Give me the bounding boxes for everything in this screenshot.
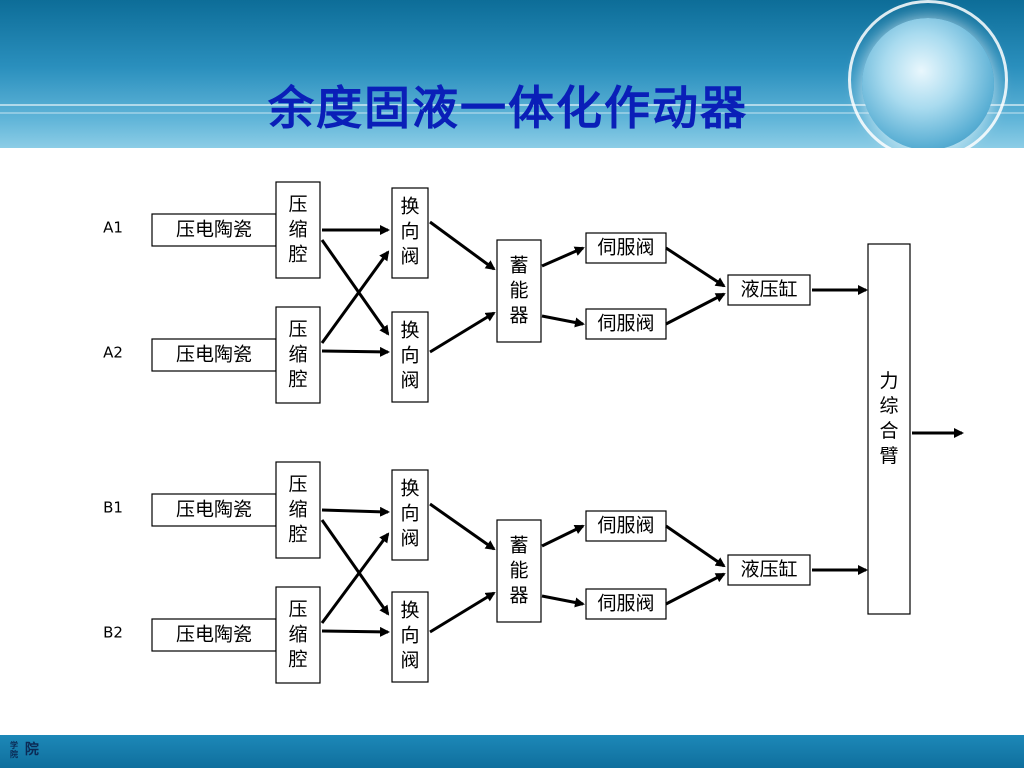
compression-chamber-box [275,586,321,684]
flow-arrow [541,246,585,268]
flow-arrow [321,506,390,517]
piezo-ceramic-label: 压电陶瓷 [176,499,252,521]
flow-arrow [320,519,390,616]
flow-arrow [665,524,726,568]
servo-valve-label: 伺服阀 [597,515,654,537]
switch-valve-box [391,591,429,683]
flow-arrow [541,594,585,608]
servo-valve-label: 伺服阀 [597,313,654,335]
globe-decoration [862,18,994,148]
compression-chamber-label: 压缩腔 [288,474,307,546]
switch-valve-label: 换向阀 [400,478,419,550]
flow-arrow [665,246,726,288]
compression-chamber-label: 压缩腔 [288,194,307,266]
slide-footer: 学院 院 [0,735,1024,768]
flow-arrow [321,346,390,357]
hydraulic-cylinder-box [727,554,811,586]
flow-arrow [541,314,585,328]
piezo-ceramic-box [151,338,277,372]
switch-valve-box [391,187,429,279]
flow-arrow [320,239,390,336]
flow-arrow [665,572,726,606]
accumulator-box [496,519,542,623]
force-summing-arm-label: 力综合臂 [879,370,898,467]
hydraulic-cylinder-label: 液压缸 [740,559,797,581]
slide-header [0,0,1024,148]
channel-label-a2: A2 [103,344,123,362]
piezo-ceramic-box [151,618,277,652]
compression-chamber-box [275,306,321,404]
globe-ring-decoration [848,0,1008,148]
flow-arrow [429,220,496,271]
flow-arrow [541,524,585,548]
compression-chamber-label: 压缩腔 [288,319,307,391]
flow-arrow [429,591,496,634]
accumulator-label: 蓄能器 [509,255,528,327]
slide-title: 余度固液一体化作动器 [268,81,748,135]
flow-arrow [320,532,390,624]
flow-arrow [665,292,726,326]
piezo-ceramic-label: 压电陶瓷 [176,344,252,366]
switch-valve-box [391,311,429,403]
servo-valve-box [585,588,667,620]
accumulator-label: 蓄能器 [509,535,528,607]
piezo-ceramic-label: 压电陶瓷 [176,219,252,241]
hydraulic-cylinder-box [727,274,811,306]
compression-chamber-box [275,181,321,279]
switch-valve-label: 换向阀 [400,320,419,392]
servo-valve-label: 伺服阀 [597,237,654,259]
switch-valve-label: 换向阀 [400,196,419,268]
flow-arrow [429,311,496,354]
footer-logo: 学院 院 [10,740,39,759]
flow-arrow [429,502,496,551]
hydraulic-cylinder-label: 液压缸 [740,279,797,301]
compression-chamber-label: 压缩腔 [288,599,307,671]
accumulator-box [496,239,542,343]
flow-arrow [320,250,390,344]
servo-valve-box [585,232,667,264]
servo-valve-box [585,510,667,542]
piezo-ceramic-box [151,493,277,527]
force-summing-arm-box [867,243,911,615]
switch-valve-box [391,469,429,561]
channel-label-b2: B2 [103,624,123,642]
channel-label-b1: B1 [103,499,123,517]
servo-valve-label: 伺服阀 [597,593,654,615]
flow-arrow [321,626,390,637]
channel-label-a1: A1 [103,219,123,237]
piezo-ceramic-label: 压电陶瓷 [176,624,252,646]
switch-valve-label: 换向阀 [400,600,419,672]
compression-chamber-box [275,461,321,559]
